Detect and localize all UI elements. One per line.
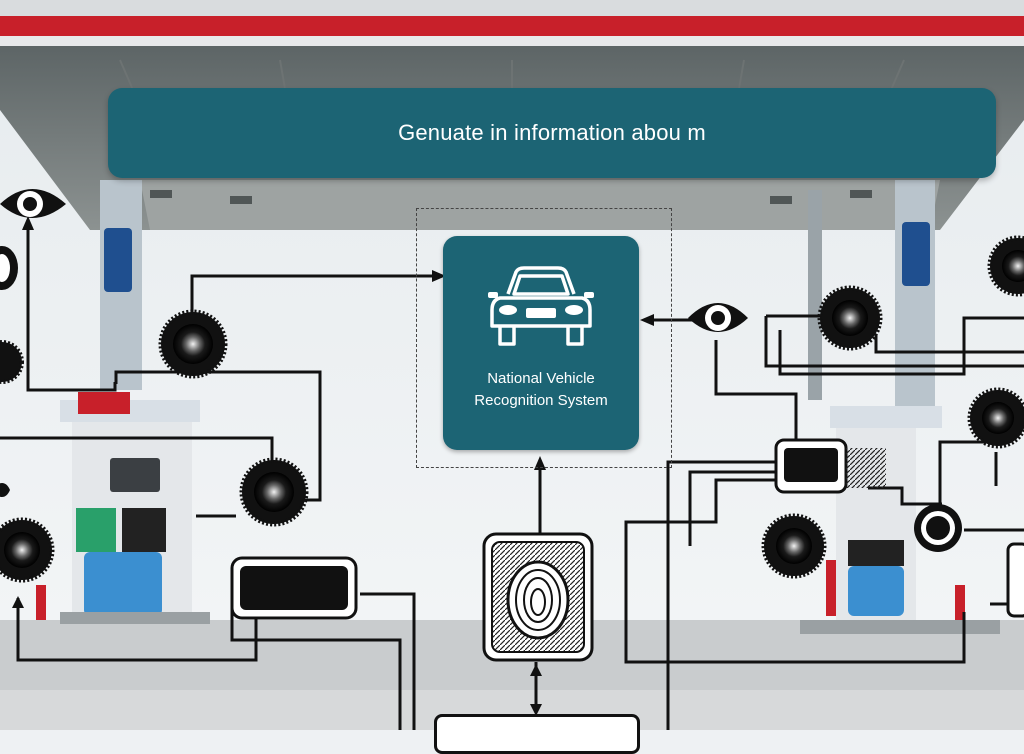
central-node-card[interactable] bbox=[443, 236, 639, 450]
eye-icon bbox=[688, 303, 748, 332]
camera-lens-icon bbox=[0, 517, 55, 583]
central-node-frame bbox=[416, 208, 672, 468]
camera-lens-icon bbox=[817, 285, 883, 351]
canopy-pillars bbox=[100, 180, 935, 410]
eye-icon bbox=[0, 189, 66, 218]
camera-lens-icon bbox=[0, 340, 24, 384]
camera-lens-icon bbox=[967, 387, 1024, 449]
central-node-label: National Vehicle Recognition System bbox=[443, 368, 639, 412]
camera-lens-icon bbox=[239, 457, 309, 527]
car-icon bbox=[488, 266, 594, 346]
fuel-pump-icon bbox=[36, 392, 210, 624]
camera-lens-icon bbox=[158, 309, 228, 379]
camera-lens-icon bbox=[761, 513, 827, 579]
monitor-device-icon bbox=[230, 556, 358, 620]
camera-lens-icon bbox=[987, 235, 1024, 297]
monitor-device-icon bbox=[1006, 542, 1024, 618]
monitor-device-icon bbox=[774, 438, 886, 494]
title-banner: Genuate in information abou m bbox=[108, 88, 996, 178]
banner-text: Genuate in information abou m bbox=[398, 120, 706, 145]
arrowheads bbox=[12, 216, 654, 716]
camera-lens-icon bbox=[914, 504, 962, 552]
central-node-line1: National Vehicle bbox=[487, 370, 595, 387]
fingerprint-icon bbox=[482, 532, 594, 662]
eye-icon bbox=[0, 246, 18, 290]
bottom-output-box bbox=[434, 714, 640, 754]
eye-icon bbox=[0, 483, 10, 497]
central-node-line2: Recognition System bbox=[474, 392, 608, 409]
